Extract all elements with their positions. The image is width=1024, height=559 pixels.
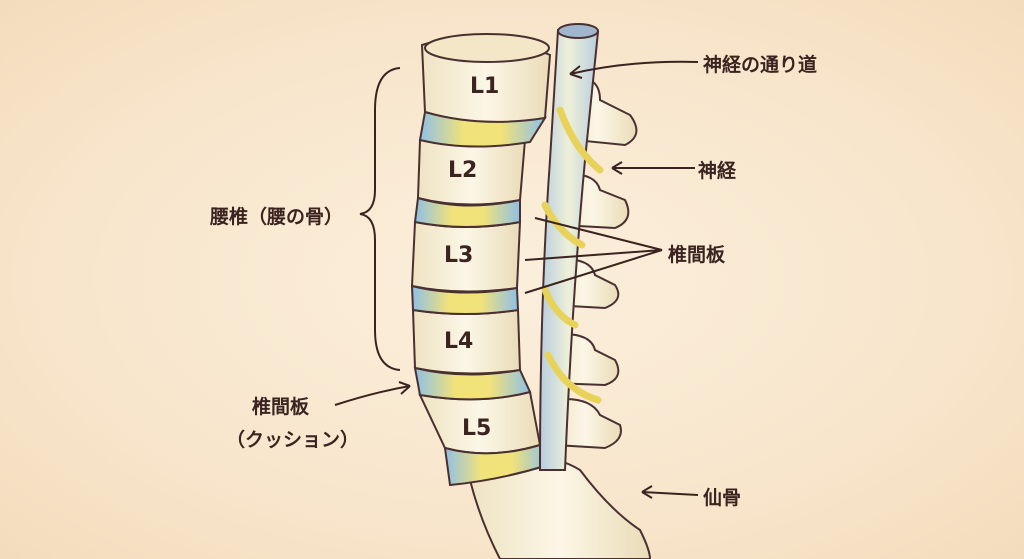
label-disc-right: 椎間板 bbox=[668, 244, 726, 266]
nerves bbox=[541, 106, 604, 404]
vertebra-label-l1: L1 bbox=[470, 74, 500, 99]
label-sacrum: 仙骨 bbox=[703, 487, 742, 509]
vertebra-label-l4: L4 bbox=[444, 329, 474, 354]
label-lumbar: 腰椎（腰の骨） bbox=[210, 206, 344, 228]
label-nerve: 神経 bbox=[698, 160, 737, 182]
label-disc-left-cushion: （クッション） bbox=[226, 429, 360, 451]
label-nerve-canal: 神経の通り道 bbox=[703, 54, 818, 76]
label-disc-left: 椎間板 bbox=[252, 396, 310, 418]
discs bbox=[410, 110, 550, 487]
vertebra-label-l2: L2 bbox=[448, 158, 478, 183]
vertebra-label-l3: L3 bbox=[444, 243, 474, 268]
vertebra-label-l5: L5 bbox=[462, 416, 492, 441]
leader-lines bbox=[334, 60, 699, 499]
